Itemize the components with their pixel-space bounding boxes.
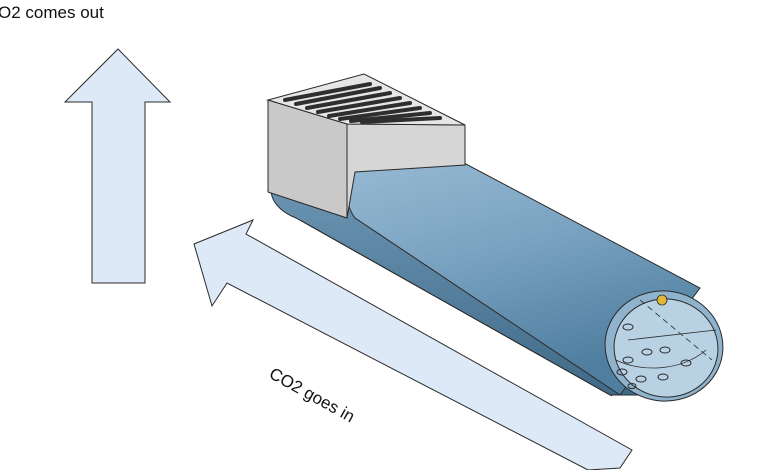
vent-grille — [283, 82, 442, 124]
sensor-dot — [656, 294, 668, 306]
label-co2-goes-in: CO2 goes in — [266, 364, 358, 426]
cylinder-opening — [613, 298, 719, 398]
up-arrow-icon — [63, 48, 172, 284]
label-o2-comes-out: O2 comes out — [0, 3, 104, 22]
tube-device-icon — [266, 73, 724, 402]
diagonal-arrow-icon — [193, 219, 633, 470]
